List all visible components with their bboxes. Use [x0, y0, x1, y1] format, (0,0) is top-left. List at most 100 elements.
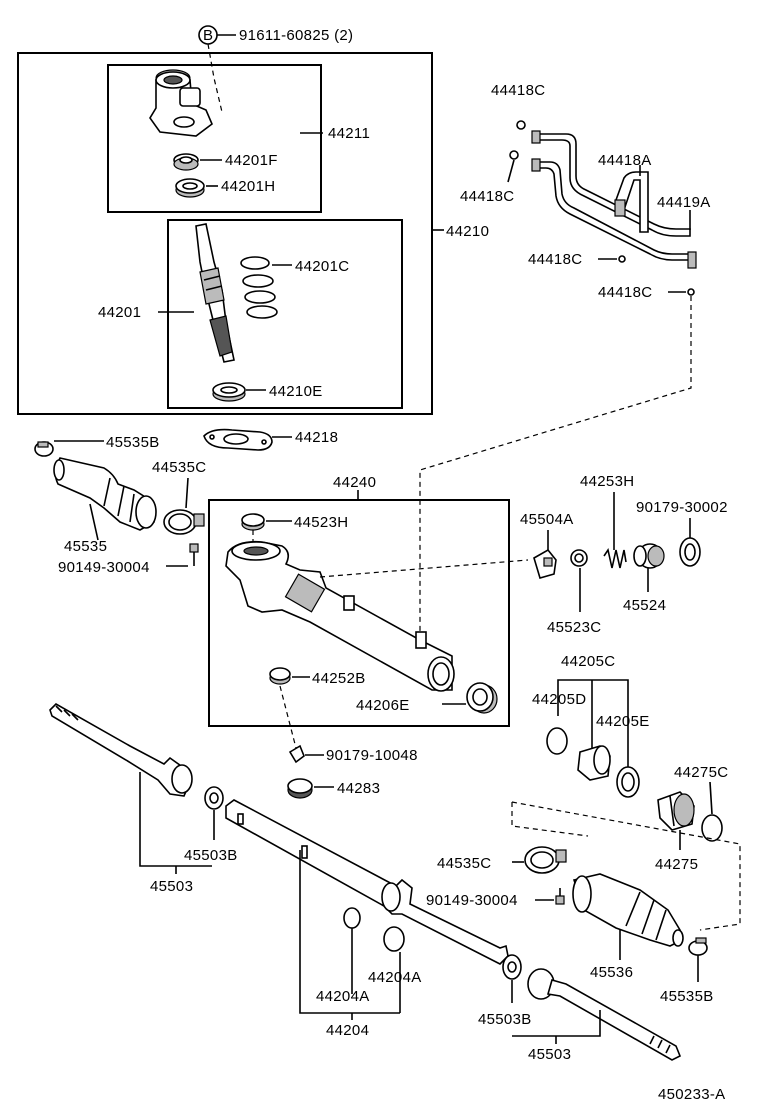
seal-44210e-label: 44210E: [269, 383, 323, 400]
rack-housing-parts: 44240 44523H 44252B: [225, 474, 529, 749]
bushing-44206e-label: 44206E: [356, 697, 410, 714]
clip-44535c-right-drawing: [524, 846, 567, 874]
dashed-leader: [319, 559, 529, 578]
cap-45523c-drawing: [570, 549, 588, 567]
frame-44211-housing: [107, 64, 322, 213]
frame-44201-pinion: [167, 219, 403, 409]
boot-45535-drawing: [53, 457, 157, 531]
nut-90179-10048-drawing: [288, 744, 305, 764]
cap-44283-label: 44283: [337, 780, 380, 797]
kit-44204-label: 44204: [326, 1022, 369, 1039]
nut-90179-10048-label: 90179-10048: [326, 747, 418, 764]
plug-45524-drawing: [633, 543, 665, 569]
tie-rod-45503-left-label: 45503: [150, 878, 193, 895]
bearing-44201h-label: 44201H: [221, 178, 275, 195]
union-44418c-label-2: 44418C: [460, 188, 514, 205]
ring-44204a-2-label: 44204A: [368, 969, 422, 986]
right-boot-parts: 44535C 90149-30004 45536 45535B: [426, 846, 714, 1005]
leader-line: [89, 503, 99, 541]
leader-line: [709, 781, 713, 815]
tube-44419a-label: 44419A: [657, 194, 711, 211]
nut-90179-30002-drawing: [679, 537, 701, 567]
nut-90179-30002-label: 90179-30002: [636, 499, 728, 516]
bolt-dashed-leader: [207, 43, 223, 113]
ring-44204a-2-drawing: [383, 926, 405, 952]
seal-44205e-drawing: [577, 745, 611, 781]
rack-rings-44204-parts: 44204A 44204A 44204: [299, 850, 422, 1039]
washer-45503b-right-drawing: [502, 954, 522, 980]
ring-44204a-1-drawing: [343, 907, 361, 929]
washer-45503b-left-drawing: [204, 786, 224, 810]
bushing-44523h-drawing: [241, 513, 265, 531]
bolt-b-label: 91611-60825 (2): [239, 27, 353, 44]
left-tie-rod-parts: 45503B 45503: [49, 703, 238, 895]
clamp-45535b-left-label: 45535B: [106, 434, 160, 451]
bushing-44206e-drawing: [466, 682, 498, 714]
tie-rod-45503-right-label: 45503: [528, 1046, 571, 1063]
ring-44205e-drawing: [616, 766, 640, 798]
guide-45504a-label: 45504A: [520, 511, 574, 528]
tie-rod-45503-left-drawing: [49, 703, 193, 797]
seal-44205e-label: 44205E: [596, 713, 650, 730]
pressure-tube-parts: 44418C 44418C 44418A 44419A 44418C 44418…: [419, 82, 711, 660]
leader-line: [507, 159, 515, 183]
spring-44253h-label: 44253H: [580, 473, 634, 490]
ring-44204a-1-label: 44204A: [316, 988, 370, 1005]
boot-45536-drawing: [572, 873, 684, 947]
assembly-44210-label: 44210: [446, 223, 489, 240]
spring-44253h-drawing: [603, 547, 627, 569]
housing-44211-label: 44211: [328, 125, 370, 142]
seal-kit-44205c-parts: 44205C 44205D 44205E: [532, 653, 650, 798]
bracket-line: [299, 850, 400, 1014]
bolt-90149-left-label: 90149-30004: [58, 559, 150, 576]
clamp-45535b-right-label: 45535B: [660, 988, 714, 1005]
clip-44535c-left-label: 44535C: [152, 459, 206, 476]
bearing-44201f-label: 44201F: [225, 152, 278, 169]
stopper-44275-parts: 44275C 44275: [511, 764, 741, 931]
drawing-number: 450233-A: [658, 1086, 725, 1103]
ring-44205d-label: 44205D: [532, 691, 586, 708]
union-44418c-label-3: 44418C: [528, 251, 582, 268]
b-marker-label: B: [203, 27, 213, 44]
bearing-44201f-drawing: [173, 153, 199, 171]
tube-to-housing-dashed-leader: [419, 296, 692, 660]
valve-housing-parts: B 91611-60825 (2) 44211 44201F: [98, 25, 489, 402]
clamp-45535b-right-drawing: [688, 937, 708, 956]
bracket-line: [139, 772, 212, 867]
diagram-frames: [17, 52, 510, 727]
clip-44535c-right-label: 44535C: [437, 855, 491, 872]
clamp-45535b-left-drawing: [34, 441, 54, 457]
kit-bracket-line: [557, 679, 629, 768]
clip-44535c-left-drawing: [163, 509, 205, 535]
pinion-44201-label: 44201: [98, 304, 141, 321]
bolt-90149-left-drawing: [189, 543, 199, 566]
dashed-leader: [511, 802, 589, 837]
gasket-44218-drawing: [203, 428, 273, 451]
frame-44210-assembly: [17, 52, 433, 415]
lower-housing-fasteners: 90179-10048 44283: [287, 744, 418, 799]
dashed-leader: [279, 685, 297, 749]
tie-rod-45503-right-drawing: [527, 968, 682, 1061]
ring-44275c-label: 44275C: [674, 764, 728, 781]
seal-rings-44201c-drawing: [240, 256, 278, 319]
cap-44283-drawing: [287, 778, 313, 799]
bolt-90149-right-drawing: [555, 888, 565, 905]
bolt-90149-right-label: 90149-30004: [426, 892, 518, 909]
stopper-44275-drawing: [657, 791, 695, 831]
bushing-44523h-label: 44523H: [294, 514, 348, 531]
tube-lines-drawing: [531, 130, 697, 269]
frame-44240-rack-housing: [208, 499, 510, 727]
union-44418c-label-1: 44418C: [491, 82, 545, 99]
seal-44210e-drawing: [212, 382, 246, 402]
cap-45523c-label: 45523C: [547, 619, 601, 636]
gasket-44218-label: 44218: [295, 429, 338, 446]
union-44418c-label-4: 44418C: [598, 284, 652, 301]
bracket-line: [512, 1010, 601, 1037]
rack-housing-drawing: [225, 540, 455, 692]
stopper-44275-label: 44275: [655, 856, 698, 873]
plug-45524-label: 45524: [623, 597, 666, 614]
washer-45503b-left-label: 45503B: [184, 847, 238, 864]
o-ring-icon: [509, 150, 519, 160]
pinion-shaft-drawing: [195, 223, 235, 363]
valve-housing-drawing: [149, 69, 213, 137]
